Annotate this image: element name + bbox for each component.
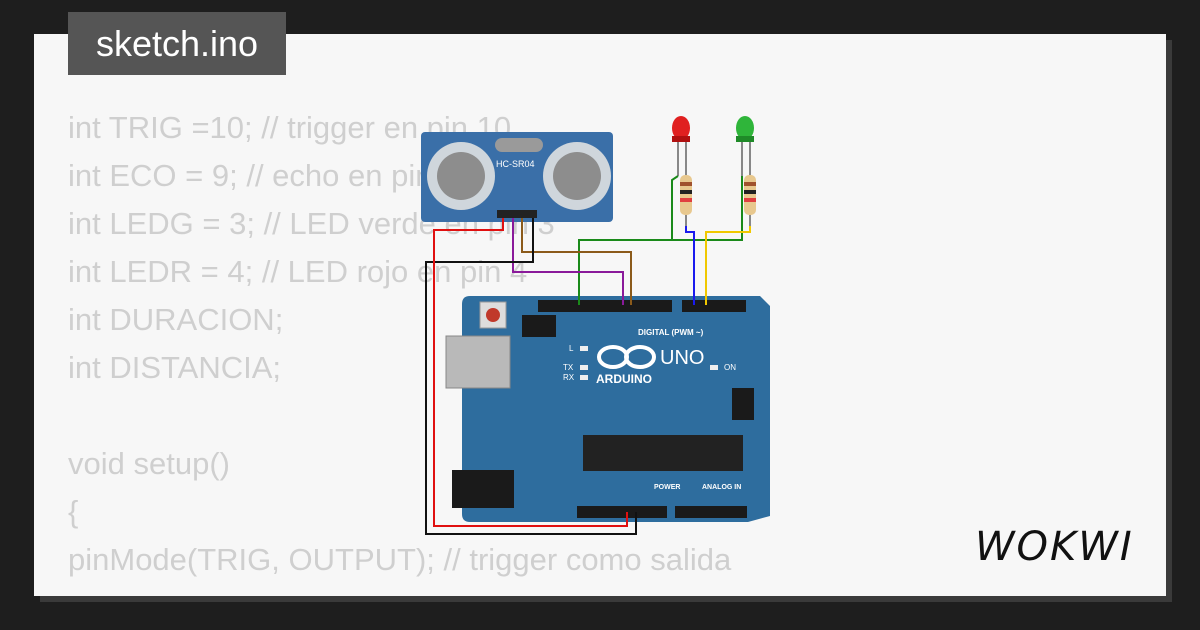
code-line: { xyxy=(68,494,79,529)
hc-sr04-sensor[interactable]: HC-SR04 xyxy=(421,132,613,222)
wires xyxy=(425,175,751,535)
icsp-header-2 xyxy=(732,388,754,420)
rx-label: RX xyxy=(563,373,575,382)
led-green[interactable] xyxy=(736,116,754,176)
digital-header-right xyxy=(682,300,746,312)
led-on xyxy=(710,365,718,370)
atmega-chip xyxy=(583,435,743,471)
wire-blue-pin4 xyxy=(685,226,695,305)
board-name: UNO xyxy=(660,347,704,369)
power-label: POWER xyxy=(654,484,680,491)
resistor-red-led[interactable] xyxy=(680,158,692,230)
digital-label: DIGITAL (PWM ~) xyxy=(638,328,704,337)
digital-header-left xyxy=(538,300,672,312)
led-rx xyxy=(580,375,588,380)
wire-green-gnd-2 xyxy=(672,176,743,241)
usb-connector xyxy=(445,335,511,389)
on-label: ON xyxy=(724,363,736,372)
wire-red-5v xyxy=(433,218,628,527)
tx-label: TX xyxy=(563,363,574,372)
wire-black-gnd xyxy=(425,218,637,535)
power-jack xyxy=(452,470,514,508)
wire-brown-echo xyxy=(521,218,632,305)
code-line: pinMode(ECO, INPUT); // echo como entrad… xyxy=(68,584,731,596)
power-header xyxy=(577,506,667,518)
code-line: int DISTANCIA; xyxy=(68,350,282,385)
icsp-header xyxy=(522,315,556,337)
transducer-left-mesh xyxy=(437,152,485,200)
arduino-infinity-icon xyxy=(597,345,656,369)
wire-yellow-pin3 xyxy=(705,226,751,305)
led-red[interactable] xyxy=(672,116,690,176)
sensor-pin-header xyxy=(497,210,537,218)
led-tx xyxy=(580,365,588,370)
board-brand: ARDUINO xyxy=(596,372,652,386)
code-line: pinMode(TRIG, OUTPUT); // trigger como s… xyxy=(68,542,732,577)
reset-button-cap xyxy=(486,308,500,322)
arduino-uno-board[interactable]: UNO ARDUINO DIGITAL (PWM ~) POWER ANALOG… xyxy=(445,296,770,522)
sensor-model: HC-SR04 xyxy=(496,159,535,169)
led-l xyxy=(580,346,588,351)
code-line: void setup() xyxy=(68,446,230,481)
l-label: L xyxy=(569,344,574,353)
analog-header xyxy=(675,506,747,518)
wire-purple-trig xyxy=(512,218,624,305)
transducer-right-mesh xyxy=(553,152,601,200)
code-line: int LEDR = 4; // LED rojo en pin 4 xyxy=(68,254,528,289)
resistor-green-led[interactable] xyxy=(744,158,756,230)
file-title-tab: sketch.ino xyxy=(68,12,286,75)
code-line: int DURACION; xyxy=(68,302,284,337)
analog-label: ANALOG IN xyxy=(702,484,741,491)
wokwi-logo: WOKWI xyxy=(975,524,1134,570)
crystal xyxy=(495,138,543,152)
reset-button[interactable] xyxy=(479,301,507,329)
